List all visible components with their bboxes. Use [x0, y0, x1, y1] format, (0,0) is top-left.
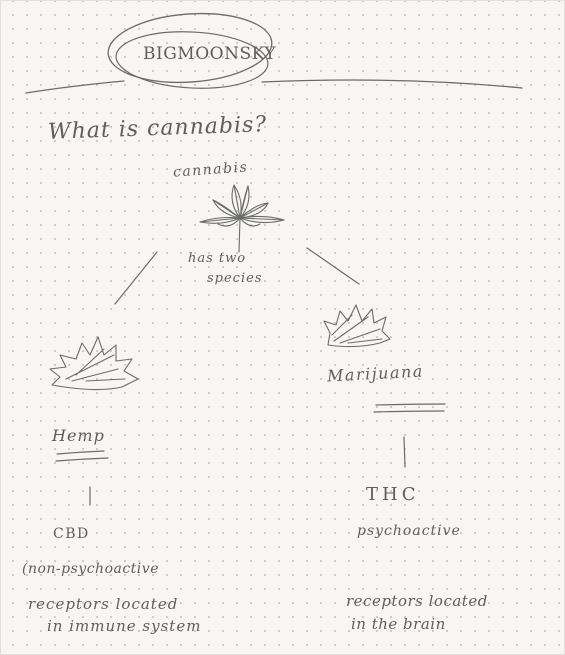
- root-note-line2: species: [207, 271, 263, 286]
- header-rule: [25, 80, 125, 94]
- marijuana-underline-1: [375, 403, 446, 406]
- header-rule-right: [261, 79, 523, 89]
- marijuana-receptor-line2: in the brain: [351, 615, 446, 633]
- marijuana-stem: [403, 436, 406, 468]
- connector-line-left: [114, 251, 158, 305]
- marijuana-receptor-line1: receptors located: [346, 592, 488, 610]
- cannabis-leaf-icon: [49, 336, 139, 391]
- marijuana-underline-2: [373, 410, 445, 413]
- page-title: BIGMOONSKY: [143, 44, 277, 64]
- cannabis-leaf-icon: [199, 184, 285, 253]
- cannabis-leaf-icon: [323, 304, 391, 348]
- title-circle-inner: [115, 31, 269, 89]
- hemp-label: Hemp: [52, 426, 105, 445]
- hemp-receptor-line2: in immune system: [47, 617, 202, 635]
- hemp-receptor-line1: receptors located: [28, 595, 179, 613]
- psychoactive-label: psychoactive: [357, 523, 461, 539]
- hemp-underline-1: [56, 450, 105, 455]
- thc-label: THC: [366, 484, 420, 505]
- title-circle-outer: [107, 12, 273, 84]
- root-note-line1: has two: [188, 251, 247, 266]
- hemp-underline-2: [55, 457, 109, 462]
- cbd-label: CBD: [53, 526, 90, 542]
- non-psychoactive-label: (non-psychoactive: [22, 561, 159, 577]
- connector-line-right: [306, 247, 360, 285]
